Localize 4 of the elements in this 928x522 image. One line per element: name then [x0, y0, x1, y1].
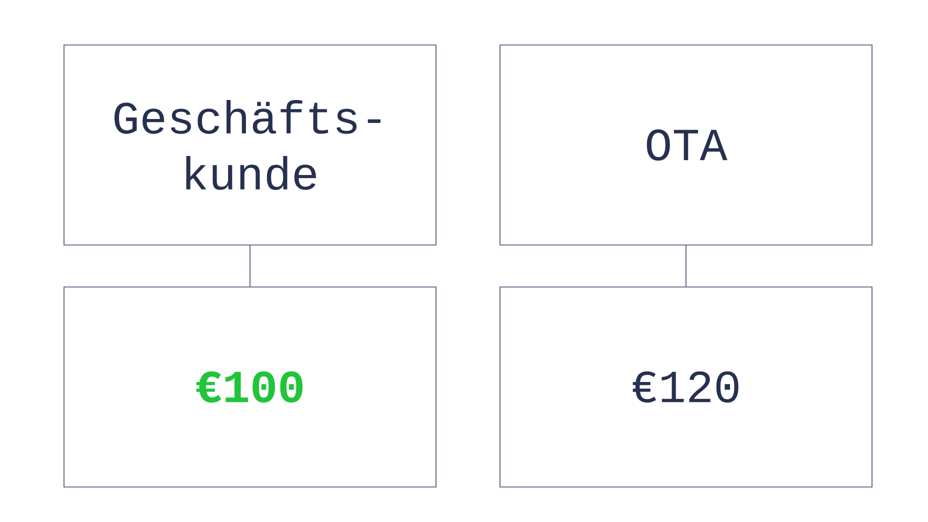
text-box: €100 — [64, 286, 436, 488]
text-box: OTA — [500, 44, 872, 246]
text-box: Geschäfts- kunde — [64, 44, 436, 246]
text-box: €120 — [500, 286, 872, 488]
